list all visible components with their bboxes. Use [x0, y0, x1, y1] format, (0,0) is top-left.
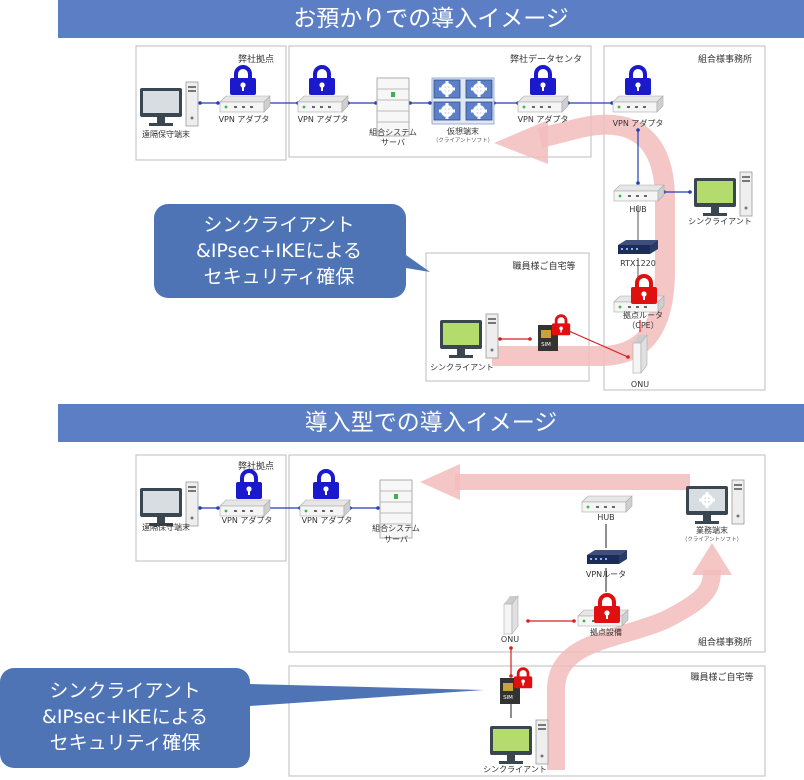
home-links-top	[498, 205, 641, 359]
zone-label-office-top: 組合様事務所	[698, 53, 752, 65]
onu-bottom	[503, 595, 519, 635]
hub-top	[613, 184, 665, 202]
vpn-adapter-2-top	[297, 95, 349, 113]
label-home-client-top: シンクライアント	[430, 363, 494, 372]
label-home-client-bottom: シンクライアント	[483, 765, 547, 774]
label-hub-top: HUB	[629, 205, 646, 214]
flow-arrow-bottom-h-head	[420, 464, 460, 500]
label-vpn-router: VPNルータ	[586, 570, 626, 579]
label-vpn4-top: VPN アダプタ	[613, 118, 664, 128]
label-hub-bottom: HUB	[597, 513, 614, 522]
label-vpn1-bottom: VPN アダプタ	[222, 515, 273, 525]
label-sim-bottom: SIM	[503, 695, 513, 701]
zone-label-home-bottom: 職員様ご自宅等	[690, 671, 753, 683]
flow-arrow-top-head	[494, 120, 548, 164]
label-server2-bottom: サーバ	[384, 535, 408, 544]
vpn-adapter-3-top	[517, 95, 569, 113]
rtx1220-router	[618, 240, 658, 254]
callout-bottom-line3: セキュリティ確保	[49, 732, 201, 754]
flow-arrow-bottom-v-head	[692, 543, 732, 575]
flow-arrow-bottom-v	[547, 569, 721, 770]
label-vpn3-top: VPN アダプタ	[518, 114, 569, 124]
callout-top-line3: セキュリティ確保	[203, 266, 355, 288]
links-bottom	[509, 524, 607, 718]
label-vterm-sub: （クライアントソフト）	[433, 137, 493, 144]
callout-bubble-top	[154, 204, 430, 298]
label-vpn2-bottom: VPN アダプタ	[302, 515, 353, 525]
label-onu-bottom: ONU	[501, 635, 519, 644]
label-vpn1-top: VPN アダプタ	[219, 114, 270, 124]
label-router2: （CPE）	[627, 321, 658, 330]
label-biz1: 業務端末	[696, 525, 728, 535]
label-rtx: RTX1220	[620, 259, 656, 268]
zone-label-home-top: 職員様ご自宅等	[512, 260, 575, 272]
label-thin-client-top: シンクライアント	[688, 217, 752, 226]
vpn-adapter-1-top	[219, 95, 271, 113]
bottom-banner-title: 導入型での導入イメージ	[58, 404, 804, 442]
vpn-adapter-2-bottom	[299, 499, 351, 517]
hub-bottom	[581, 495, 633, 513]
label-server1-bottom: 組合システム	[372, 523, 420, 533]
connections-top	[200, 102, 690, 193]
zone-label-branch-top: 弊社拠点	[238, 53, 274, 65]
label-server1-top: 組合システム	[369, 127, 417, 137]
zone-label-office-bottom: 組合様事務所	[698, 636, 752, 648]
callout-text-bottom: シンクライアント &IPsec+IKEによる セキュリティ確保	[0, 678, 250, 756]
callout-top-line2: &IPsec+IKEによる	[196, 240, 362, 262]
zone-label-datacenter: 弊社データセンタ	[510, 53, 582, 65]
virtual-terminal-icon	[431, 77, 495, 125]
label-equipment: 拠点設備	[590, 627, 622, 637]
callout-text-top: シンクライアント &IPsec+IKEによる セキュリティ確保	[154, 212, 404, 290]
callout-bottom-line1: シンクライアント	[49, 680, 201, 702]
vpn-router	[587, 550, 627, 564]
label-biz2: （クライアントソフト）	[682, 536, 742, 543]
label-router1: 拠点ルータ	[623, 310, 663, 320]
callout-bubble-bottom	[0, 668, 484, 768]
label-onu-top: ONU	[631, 380, 649, 389]
zone-label-branch-bottom: 弊社拠点	[238, 460, 274, 472]
label-vpn2-top: VPN アダプタ	[298, 114, 349, 124]
callout-top-line1: シンクライアント	[203, 214, 355, 236]
callout-bottom-line2: &IPsec+IKEによる	[42, 706, 208, 728]
label-sim-top: SIM	[541, 342, 551, 348]
vpn-adapter-1-bottom	[219, 499, 271, 517]
top-banner-title: お預かりでの導入イメージ	[58, 0, 804, 38]
vpn-adapter-4-top	[612, 95, 664, 113]
label-remote-pc-bottom: 遠隔保守端末	[142, 522, 190, 532]
label-vterm: 仮想端末	[447, 126, 479, 136]
label-server2-top: サーバ	[381, 138, 405, 147]
onu-top	[632, 334, 648, 374]
label-remote-pc-top: 遠隔保守端末	[142, 129, 190, 139]
